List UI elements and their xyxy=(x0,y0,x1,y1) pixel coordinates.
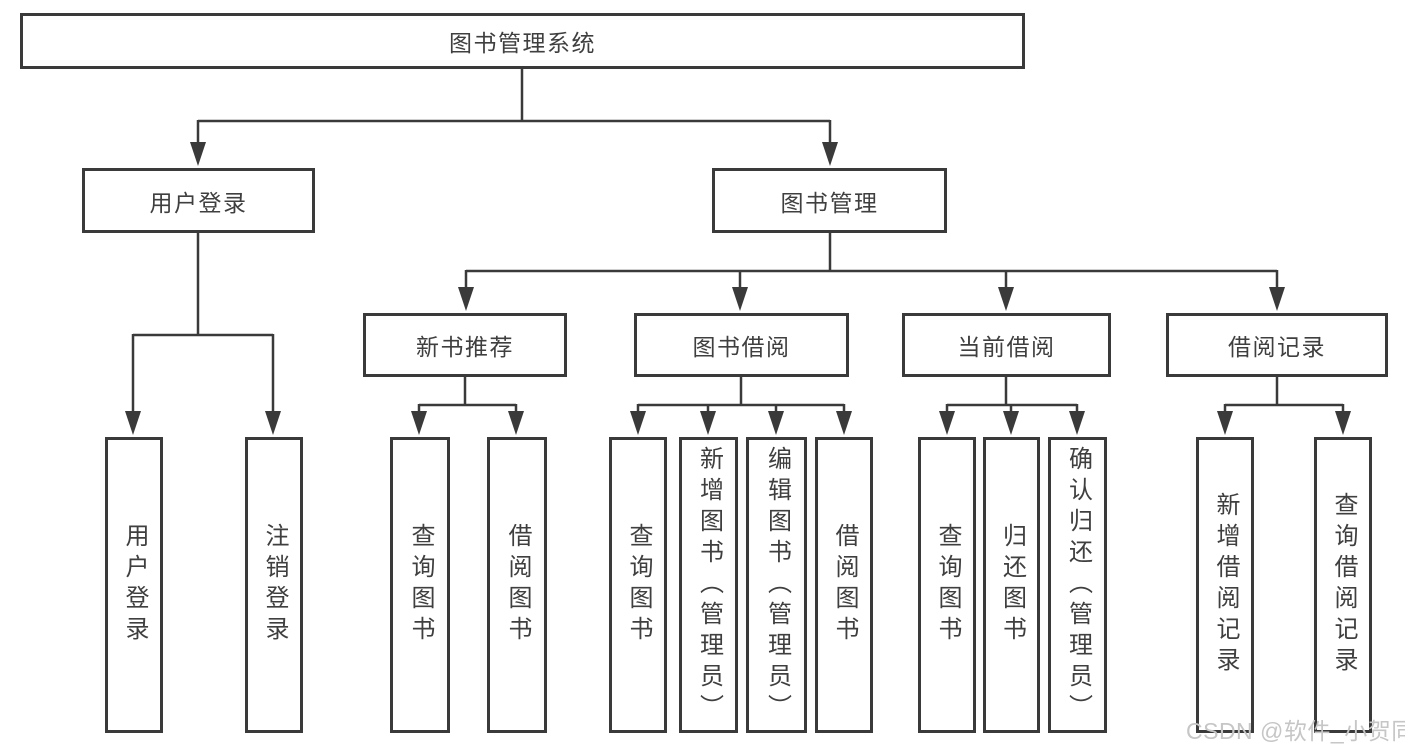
leaf-borrow-add-books-admin: 新增图书（管理员） xyxy=(679,437,738,733)
node-label: 新增图书（管理员） xyxy=(695,445,723,725)
node-new-book-recommendation: 新书推荐 xyxy=(363,313,567,377)
node-label: 确认归还（管理员） xyxy=(1064,445,1092,725)
node-label: 查询图书 xyxy=(407,523,434,647)
node-label: 注销登录 xyxy=(261,523,288,647)
node-label: 图书管理系统 xyxy=(449,30,596,56)
leaf-newrec-query-books: 查询图书 xyxy=(390,437,450,733)
node-book-management: 图书管理 xyxy=(712,168,947,233)
leaf-borrow-edit-books-admin: 编辑图书（管理员） xyxy=(746,437,807,733)
node-label: 图书借阅 xyxy=(692,334,791,360)
leaf-current-return-books: 归还图书 xyxy=(983,437,1040,733)
node-label: 归还图书 xyxy=(998,523,1026,647)
node-label: 用户登录 xyxy=(149,189,248,216)
node-label: 用户登录 xyxy=(121,523,148,647)
csdn-watermark: CSDN @软件_小贺同学 xyxy=(1186,718,1405,744)
arrowheads xyxy=(125,142,1351,435)
node-label: 借阅图书 xyxy=(504,523,531,647)
leaf-current-confirm-return-admin: 确认归还（管理员） xyxy=(1048,437,1107,733)
leaf-current-query-books: 查询图书 xyxy=(918,437,976,733)
leaf-records-add-record: 新增借阅记录 xyxy=(1196,437,1254,733)
node-label: 查询图书 xyxy=(934,523,961,647)
node-label: 借阅图书 xyxy=(831,523,858,647)
node-label: 新书推荐 xyxy=(416,334,514,360)
leaf-borrow-query-books: 查询图书 xyxy=(609,437,667,733)
leaf-user-login: 用户登录 xyxy=(105,437,163,733)
node-label: 借阅记录 xyxy=(1228,334,1326,360)
leaf-newrec-borrow-books: 借阅图书 xyxy=(487,437,547,733)
node-book-borrowing: 图书借阅 xyxy=(634,313,849,377)
node-label: 查询图书 xyxy=(625,523,652,647)
node-label: 当前借阅 xyxy=(957,334,1056,360)
leaf-records-query-record: 查询借阅记录 xyxy=(1314,437,1372,733)
node-borrowing-records: 借阅记录 xyxy=(1166,313,1388,377)
leaf-borrow-borrow-books: 借阅图书 xyxy=(815,437,873,733)
node-user-login: 用户登录 xyxy=(82,168,315,233)
node-label: 编辑图书（管理员） xyxy=(763,445,791,725)
node-label: 查询借阅记录 xyxy=(1330,492,1357,678)
leaf-logout-login: 注销登录 xyxy=(245,437,303,733)
node-root: 图书管理系统 xyxy=(20,13,1025,69)
node-label: 图书管理 xyxy=(780,189,879,216)
node-current-borrowing: 当前借阅 xyxy=(902,313,1111,377)
node-label: 新增借阅记录 xyxy=(1212,492,1239,678)
